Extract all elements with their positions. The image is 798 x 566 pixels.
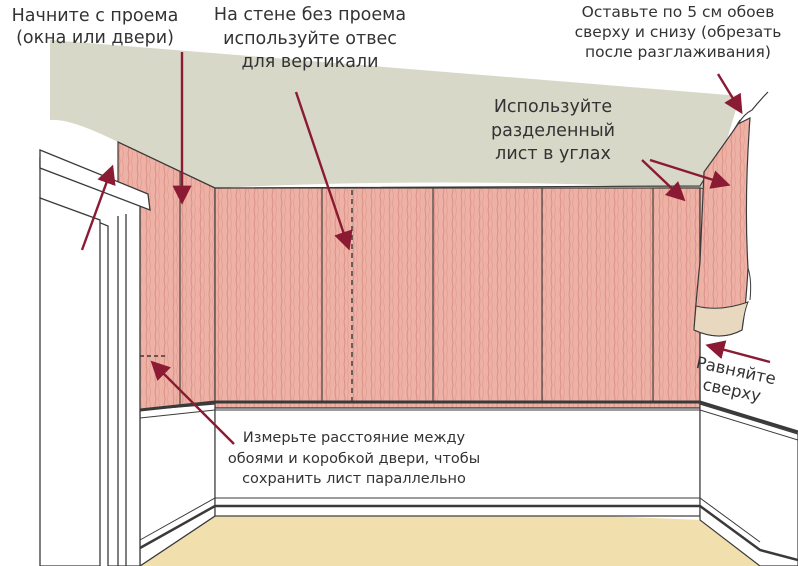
label-start-opening: Начните с проема (окна или двери) bbox=[11, 6, 179, 48]
chair-rail bbox=[139, 400, 798, 434]
door-frame bbox=[39, 149, 151, 566]
ceiling bbox=[50, 40, 740, 190]
arrow-measure bbox=[150, 360, 235, 445]
back-wall bbox=[214, 187, 701, 409]
arrow-align-top bbox=[705, 340, 771, 364]
baseboard-top bbox=[139, 497, 761, 543]
arrow-corner-2 bbox=[649, 158, 731, 189]
wallpaper-seams bbox=[179, 171, 654, 406]
chair-rail-lower bbox=[139, 409, 798, 441]
label-leave-margin: Оставьте по 5 см обоев сверху и снизу (о… bbox=[574, 3, 782, 62]
arrow-corner-1 bbox=[641, 159, 686, 202]
annotation-arrows bbox=[80, 52, 771, 445]
arrow-start-opening bbox=[80, 164, 116, 251]
hanging-wallpaper-strip bbox=[693, 91, 769, 337]
label-measure-distance: Измерьте расстояние между обоями и короб… bbox=[227, 430, 481, 488]
label-plumb-line: На стене без проема используйте отвес дл… bbox=[213, 5, 407, 73]
floor bbox=[140, 512, 760, 566]
arrow-plumb-line bbox=[294, 91, 353, 251]
arrow-top-margin bbox=[716, 73, 743, 115]
label-corner-sheet: Используйте разделенный лист в углах bbox=[490, 97, 616, 165]
baseboard bbox=[139, 504, 798, 562]
